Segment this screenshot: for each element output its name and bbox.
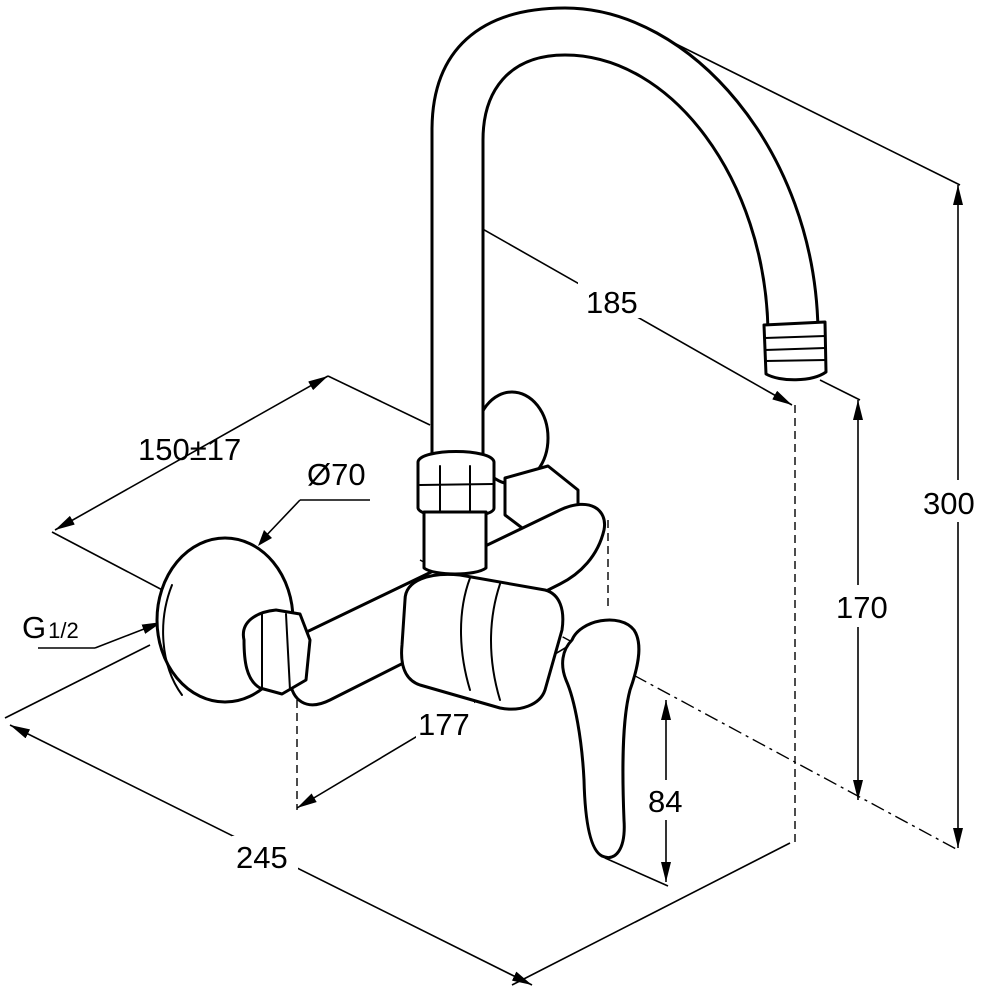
dim-245-extension-left: [4, 644, 151, 719]
dim-g12-leader: [94, 621, 163, 649]
collar-hex-line-1: [419, 483, 494, 486]
union-nut: [241, 608, 312, 696]
label-300: 300: [923, 486, 975, 521]
dimension-labels: 185 300 170 177 84 245 150±17 Ø70 G1/2: [22, 280, 984, 876]
label-185: 185: [586, 285, 638, 320]
dim-150-extension-left: [51, 531, 171, 595]
label-g12-main: G: [22, 610, 46, 645]
label-177: 177: [418, 707, 470, 742]
dim-150-extension-right: [327, 375, 431, 426]
spout-outlet-aerator: [762, 320, 828, 382]
label-245: 245: [236, 840, 288, 875]
faucet-body: [155, 6, 828, 859]
dim-300-extension-top: [671, 41, 961, 186]
aerator-ring-2: [764, 347, 826, 351]
label-g12-sub: 1/2: [48, 618, 79, 643]
cartridge-ring-2: [490, 583, 501, 701]
aerator-ring-1: [764, 335, 826, 339]
dim-150-line: [54, 375, 329, 531]
spout-gooseneck: [430, 6, 820, 472]
dim-170-extension-top: [819, 379, 861, 401]
aerator-ring-3: [764, 359, 827, 362]
dim-d70-leader: [261, 499, 301, 541]
union-nut-line-2: [285, 613, 291, 691]
dim-84-extension-bottom: [604, 857, 669, 887]
spout-base-neck: [422, 510, 488, 576]
rosette-edge: [162, 584, 183, 696]
label-150: 150±17: [138, 432, 241, 467]
label-84: 84: [648, 784, 682, 819]
lever-handle: [561, 618, 641, 859]
label-g12: G1/2: [22, 610, 79, 645]
label-d70: Ø70: [307, 457, 366, 492]
dim-d70-arrowhead: [258, 530, 272, 546]
dim-245-extension-right: [511, 842, 791, 986]
cartridge-housing: [400, 572, 565, 711]
cartridge-ring-1: [460, 577, 471, 691]
label-170: 170: [836, 590, 888, 625]
